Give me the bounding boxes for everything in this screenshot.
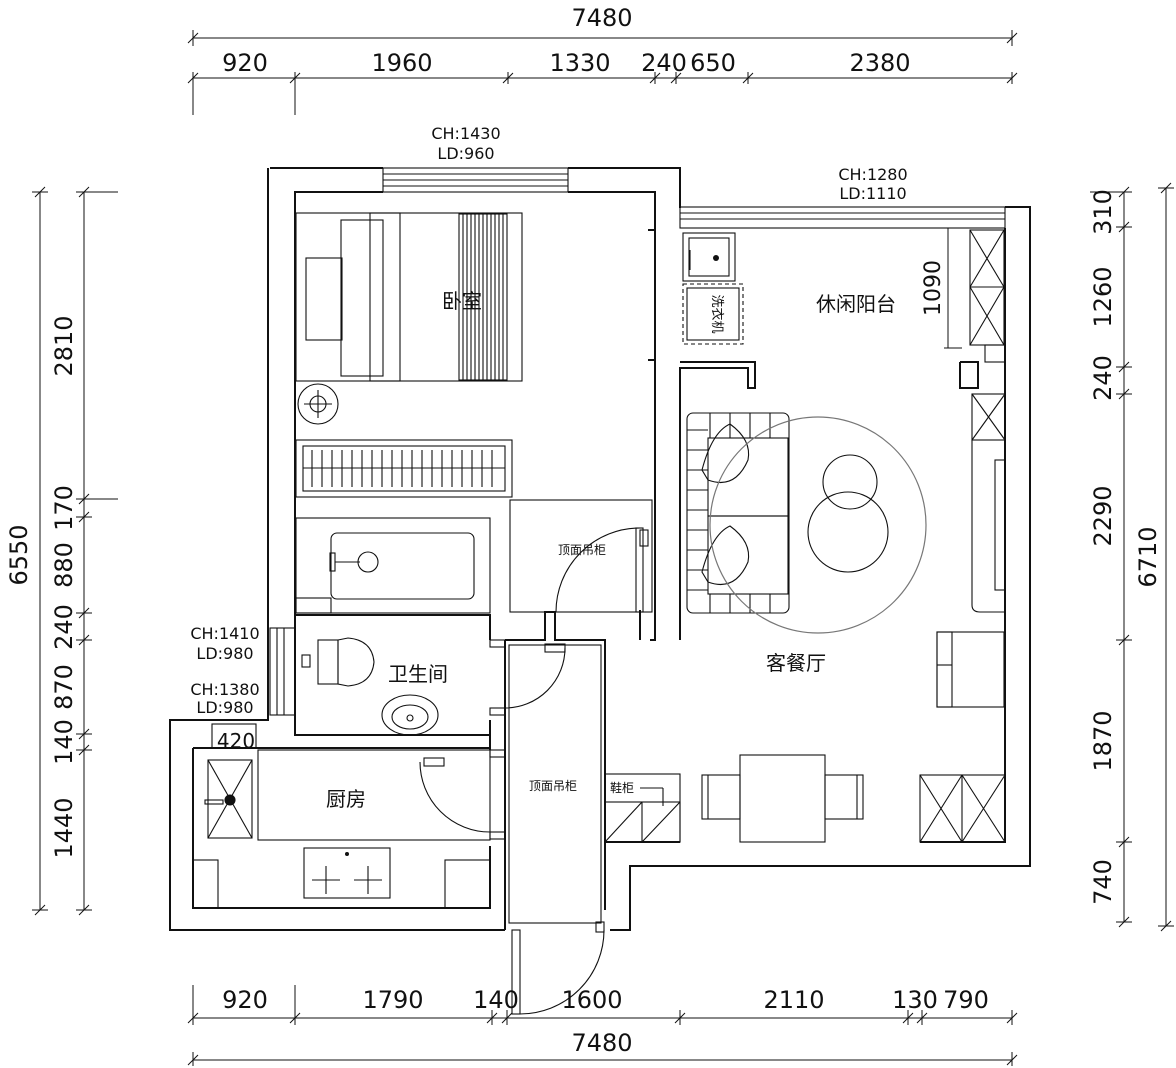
living-cabinet-top: [971, 393, 1006, 441]
bathtub: [295, 517, 491, 614]
bottom-dimensions: 920 1790 140 1600 2110 130 790 7480: [187, 985, 1018, 1066]
room-label-living-dining: 客餐厅: [766, 651, 826, 675]
top-total-dim: 7480: [571, 4, 632, 32]
ceiling-cabinet-2: [508, 644, 602, 924]
left-dim-2: 170: [50, 485, 78, 531]
right-dim-1: 310: [1089, 189, 1117, 235]
rug: [709, 416, 927, 634]
top-dim-1: 920: [222, 49, 268, 77]
right-dim-2: 1260: [1089, 266, 1117, 327]
top-dim-6: 2380: [849, 49, 910, 77]
dining-cabinet: [919, 774, 1006, 843]
left-dim-7: 1440: [50, 797, 78, 858]
right-dimensions: 310 1260 240 2290 1870 740 6710: [1089, 182, 1174, 932]
washer-label: 洗衣机: [709, 294, 725, 333]
bottom-dim-6: 130: [892, 986, 938, 1014]
shoe-cabinet-label: 鞋柜: [610, 780, 634, 795]
balcony-depth-dim: 1090: [921, 228, 962, 349]
bedroom-door[interactable]: [555, 527, 649, 613]
room-label-kitchen: 厨房: [326, 787, 366, 811]
kitchen-counter: [192, 749, 491, 909]
toilet: [301, 637, 375, 687]
top-dim-3: 1330: [549, 49, 610, 77]
dining-table: [701, 754, 864, 843]
bed: [295, 212, 523, 382]
bedroom-window-ch: CH:1430: [431, 124, 500, 143]
windows: [211, 167, 1006, 749]
right-total-dim: 6710: [1134, 526, 1162, 587]
lamp-icon: [297, 383, 339, 425]
balcony-window-ld: LD:1110: [839, 184, 906, 203]
cooktop: [303, 847, 391, 899]
balcony-depth-label: 1090: [921, 260, 946, 316]
tv-console: [971, 440, 1005, 613]
left-dim-3: 880: [50, 542, 78, 588]
left-dim-5: 870: [50, 664, 78, 710]
washer: 洗衣机: [682, 283, 744, 345]
bottom-total-dim: 7480: [571, 1029, 632, 1057]
top-dim-4: 240: [641, 49, 687, 77]
bottom-dim-7: 790: [943, 986, 989, 1014]
bottom-dim-5: 2110: [763, 986, 824, 1014]
room-label-bedroom: 卧室: [442, 289, 482, 313]
balcony-window-ch: CH:1280: [838, 165, 907, 184]
bath-window-ch: CH:1410: [190, 624, 259, 643]
shoe-cabinet: [604, 773, 681, 843]
top-dim-5: 650: [690, 49, 736, 77]
kitchen-window-ch: CH:1380: [190, 680, 259, 699]
ceiling-cabinet-label-1: 顶面吊柜: [558, 543, 606, 557]
laundry-sink: [682, 232, 736, 282]
left-total-dim: 6550: [5, 524, 33, 585]
bottom-dim-2: 1790: [362, 986, 423, 1014]
room-label-balcony: 休闲阳台: [816, 292, 896, 316]
bottom-dim-3: 140: [473, 986, 519, 1014]
right-dim-5: 1870: [1089, 710, 1117, 771]
right-dim-4: 2290: [1089, 485, 1117, 546]
top-dimensions: 7480 920 1960 1330 240 650 2380: [187, 4, 1018, 115]
balcony-cabinet: [969, 229, 1006, 363]
kitchen-width-dim: 420: [217, 729, 255, 753]
room-label-bathroom: 卫生间: [388, 662, 448, 686]
ceiling-cabinet-label-2: 顶面吊柜: [529, 779, 577, 793]
top-dim-2: 1960: [371, 49, 432, 77]
bathroom-door[interactable]: [489, 639, 566, 716]
sofa: [686, 412, 790, 614]
ceiling-cabinet-1: [509, 499, 653, 613]
left-dim-4: 240: [50, 604, 78, 650]
bottom-dim-1: 920: [222, 986, 268, 1014]
sink: [381, 694, 439, 736]
left-dimensions: 6550 2810 170 880 240 870 140 1440: [5, 186, 118, 916]
left-dim-6: 140: [50, 719, 78, 765]
bedroom-window-ld: LD:960: [437, 144, 494, 163]
bottom-dim-4: 1600: [561, 986, 622, 1014]
entry-door[interactable]: [511, 921, 605, 1015]
left-dim-1: 2810: [50, 315, 78, 376]
kitchen-door[interactable]: [419, 749, 506, 840]
kitchen-window-ld: LD:980: [196, 698, 253, 717]
armchair: [936, 631, 1005, 708]
bath-window-ld: LD:980: [196, 644, 253, 663]
right-dim-6: 740: [1089, 859, 1117, 905]
right-dim-3: 240: [1089, 355, 1117, 401]
wardrobe: [295, 439, 513, 498]
